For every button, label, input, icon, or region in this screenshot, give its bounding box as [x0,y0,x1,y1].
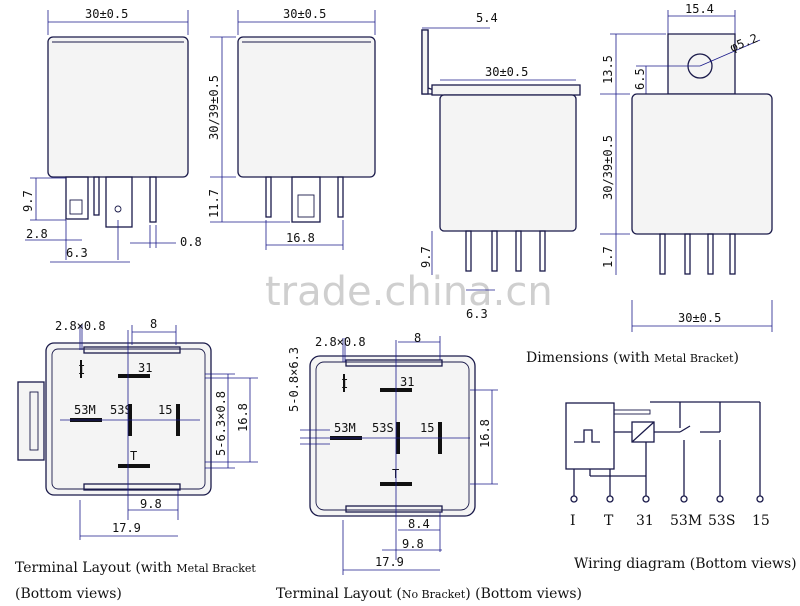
dim-width-label-2: 30±0.5 [283,7,326,21]
dim-2-8-label: 2.8 [26,227,48,241]
dim-5-4-label: 5.4 [476,11,498,25]
dim-9-8-label: 9.8 [140,497,162,511]
dim-11-7-label: 11.7 [207,189,221,218]
dim-9-7-label-2: 9.7 [419,246,433,268]
dim-16-8-label-2: 16.8 [236,403,250,432]
dim-0-8-label: 0.8 [180,235,202,249]
dim-2-8x0-8-label-2: 2.8×0.8 [315,335,366,349]
dim-8-label: 8 [150,317,157,331]
dim-17-9-label: 17.9 [112,521,141,535]
pin-53M-label: 53M [74,403,96,417]
pin2-53S-label: 53S [372,421,394,435]
dim-height-label: 30/39±0.5 [207,75,221,140]
caption-terminal-layout-1-line2: (Bottom views) [15,586,122,602]
wiring-label-31: 31 [636,513,654,529]
dim-width-label-3: 30±0.5 [485,65,528,79]
dim-16-8-label: 16.8 [286,231,315,245]
dim-15-4-label: 15.4 [685,2,714,16]
relay-bracket-side-view: 5.4 30±0.5 9.7 6.3 [419,11,581,321]
dim-2-8x0-8-label: 2.8×0.8 [55,319,106,333]
caption-dimensions: Dimensions (with Metal Bracket) [526,350,739,366]
dim-5-0-8x6-3-label: 5-0.8×6.3 [287,347,301,412]
caption-terminal-layout-1: Terminal Layout (with Metal Bracket [15,560,256,576]
dim-17-9-label-2: 17.9 [375,555,404,569]
dim-9-7-label: 9.7 [21,190,35,212]
caption-wiring: Wiring diagram (Bottom views) [574,556,797,572]
pin-31-label: 31 [138,361,152,375]
dim-6-3-label: 6.3 [66,246,88,260]
pin2-53M-label: 53M [334,421,356,435]
dim-8-label-2: 8 [414,331,421,345]
wiring-label-15: 15 [752,513,770,529]
terminal-layout-no-bracket: I 31 53M 53S 15 T 2.8×0.8 8 5-0.8×6.3 16… [287,331,498,575]
dim-16-8-label-3: 16.8 [478,419,492,448]
dim-6-5-label: 6.5 [633,68,647,90]
wiring-label-53S: 53S [708,513,735,529]
dim-9-8-label-2: 9.8 [402,537,424,551]
dim-1-7-label: 1.7 [601,246,615,268]
pin-53S-label: 53S [110,403,132,417]
terminal-layout-bracket: I 31 53M 53S 15 T 2.8×0.8 8 5-6.3×0.8 16… [17,317,258,540]
dim-8-4-label: 8.4 [408,517,430,531]
wiring-label-53M: 53M [670,513,702,529]
dim-width-label: 30±0.5 [85,7,128,21]
wiring-label-I: I [570,513,576,529]
dim-6-3-label-2: 6.3 [466,307,488,321]
pin2-I-label: I [341,377,348,391]
dim-width-label-4: 30±0.5 [678,311,721,325]
watermark-text: trade.china.cn [265,269,553,315]
wiring-diagram: I T 31 53M 53S 15 [565,401,770,529]
relay-bracket-front-view: 15.4 φ5.2 13.5 6.5 30/39±0.5 1.7 30±0.5 [600,2,773,332]
pin-T-label: T [130,449,137,463]
pin2-15-label: 15 [420,421,434,435]
pin-I-label: I [78,363,85,377]
relay-side-view: 30±0.5 30/39±0.5 11.7 16.8 [207,7,376,250]
pin-15-label: 15 [158,403,172,417]
pin2-31-label: 31 [400,375,414,389]
wiring-label-T: T [604,513,614,529]
dim-5-6-3x0-8-label: 5-6.3×0.8 [214,391,228,456]
dim-13-5-label: 13.5 [601,55,615,84]
relay-front-view: 30±0.5 9.7 2.8 6.3 0.8 [21,7,202,263]
dim-height-label-2: 30/39±0.5 [601,135,615,200]
caption-terminal-layout-2: Terminal Layout (No Bracket) (Bottom vie… [276,586,582,602]
